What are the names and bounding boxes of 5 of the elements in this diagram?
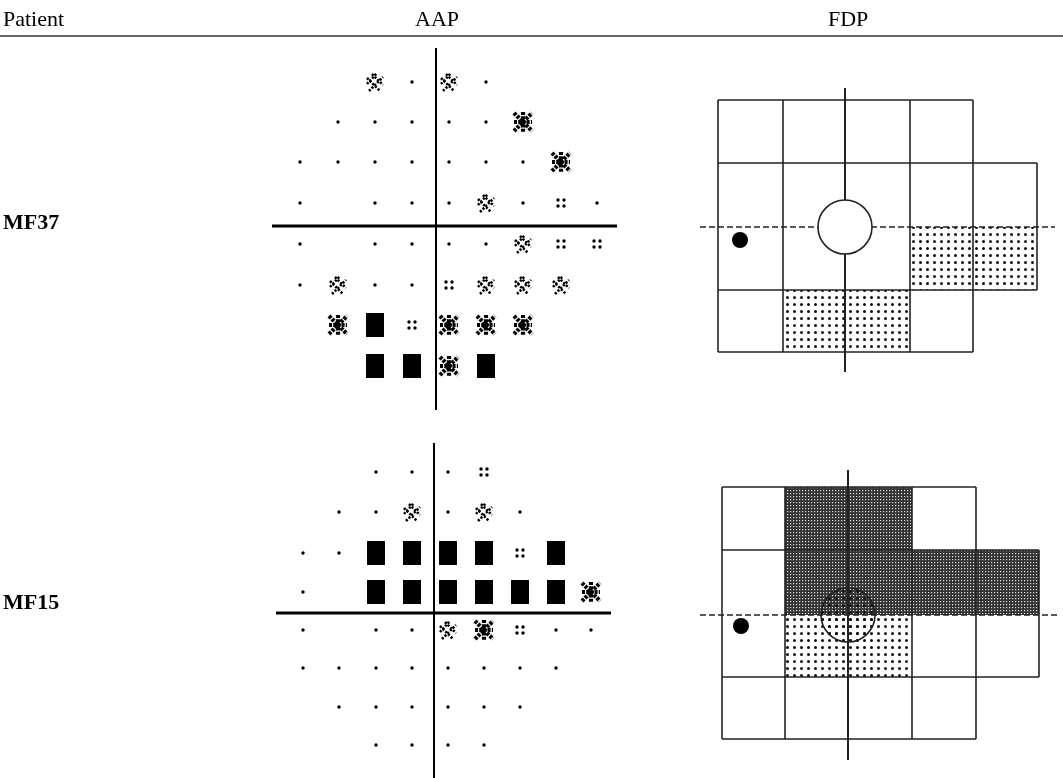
column-heading: FDP [828, 8, 869, 30]
column-heading: AAP [415, 8, 459, 30]
row-label: MF15 [3, 591, 60, 613]
row-label: MF37 [3, 211, 60, 233]
column-heading: Patient [3, 8, 65, 30]
